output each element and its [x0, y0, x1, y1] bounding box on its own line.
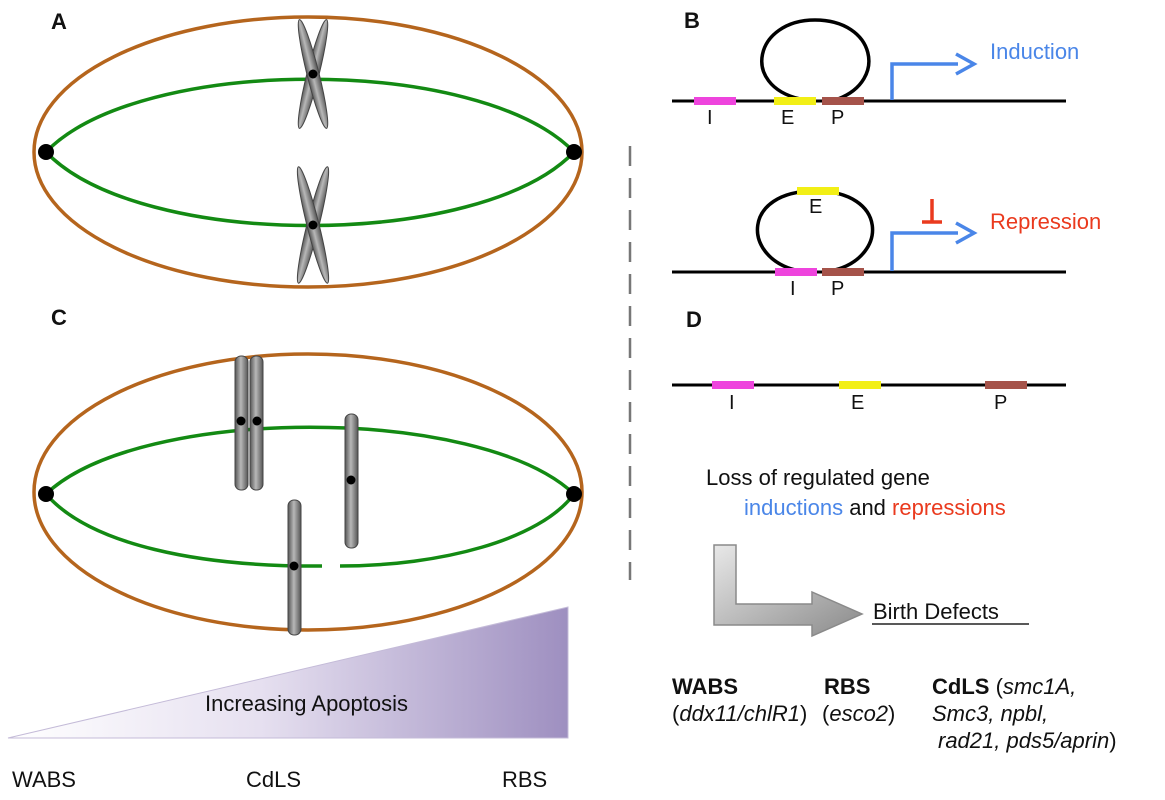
label-enhancer: E	[781, 107, 795, 129]
syndrome-rbs-gene: (esco2)	[822, 703, 895, 725]
loss-repressions: repressions	[892, 495, 1006, 520]
repression-block-icon	[922, 199, 942, 224]
label-repression: Repression	[990, 209, 1102, 234]
gene-smc1a: smc1A,	[1002, 674, 1077, 699]
label-enhancer-3: E	[851, 392, 865, 414]
birth-defects-label: Birth Defects	[873, 599, 999, 624]
label-promoter: P	[831, 107, 845, 129]
panel-b-repression	[672, 187, 1066, 276]
centromere	[346, 475, 356, 485]
enhancer-box	[774, 97, 816, 105]
spindle-lower-c-left	[44, 492, 323, 568]
spindle-pole-left	[38, 144, 54, 160]
label-promoter-2: P	[831, 278, 845, 300]
insulator-box	[694, 97, 736, 105]
cell-membrane-c	[32, 352, 584, 632]
loss-text-line2: inductions and repressions	[744, 497, 1006, 519]
spindle-pole-right-c	[566, 486, 582, 502]
syndrome-cdls-line2: Smc3, npbl,	[932, 703, 1048, 725]
syndrome-cdls-name: CdLS	[932, 674, 990, 699]
apoptosis-label: Increasing Apoptosis	[205, 691, 409, 716]
paren: (	[672, 701, 680, 726]
label-insulator-2: I	[790, 278, 796, 300]
gene-smc3-npbl: Smc3, npbl,	[932, 701, 1049, 726]
chromosome-x-upper	[297, 19, 329, 129]
panel-label-a: A	[51, 9, 67, 34]
panel-label-c: C	[51, 305, 67, 330]
dna-loop	[760, 18, 871, 101]
syndrome-wabs-gene: (ddx11/chlR1)	[672, 703, 807, 725]
label-promoter-3: P	[994, 392, 1008, 414]
promoter-box	[822, 97, 864, 105]
axis-label-rbs: RBS	[502, 767, 548, 792]
chromosome-x-lower	[296, 166, 330, 284]
birth-defects-arrow-icon	[713, 544, 864, 638]
paren: )	[888, 701, 896, 726]
syndrome-rbs-name: RBS	[824, 674, 871, 699]
centromere	[289, 561, 299, 571]
loss-inductions: inductions	[744, 495, 844, 520]
label-insulator: I	[707, 107, 713, 129]
panel-b-induction	[672, 18, 1066, 105]
label-insulator-3: I	[729, 392, 735, 414]
repression-arrow	[890, 231, 958, 271]
paren: )	[1109, 728, 1117, 753]
loss-and: and	[849, 495, 886, 520]
promoter-box-3	[985, 381, 1027, 389]
panel-c-cell	[32, 352, 584, 636]
spindle-lower-c-right	[339, 492, 576, 568]
gene-ddx11: ddx11/chlR1	[679, 701, 800, 726]
gene-rad21-pds5: rad21, pds5/aprin	[938, 728, 1110, 753]
induction-arrowhead	[955, 52, 978, 76]
syndrome-wabs-name: WABS	[672, 674, 738, 699]
spindle-pole-left-c	[38, 486, 54, 502]
centromere	[236, 416, 246, 426]
paren: (	[989, 674, 1003, 699]
axis-label-cdls: CdLS	[246, 767, 302, 792]
insulator-box-2	[775, 268, 817, 276]
insulator-box-3	[712, 381, 754, 389]
spindle-upper-c	[44, 425, 576, 496]
enhancer-box-2	[797, 187, 839, 195]
promoter-box-2	[822, 268, 864, 276]
apoptosis-wedge	[7, 606, 569, 739]
induction-arrow	[890, 62, 958, 100]
panel-label-d: D	[686, 307, 702, 332]
panel-d-locus	[672, 381, 1066, 389]
gene-esco2: esco2	[829, 701, 889, 726]
loss-text-line1: Loss of regulated gene	[706, 465, 930, 490]
spindle-pole-right	[566, 144, 582, 160]
label-induction: Induction	[990, 39, 1080, 64]
axis-label-wabs: WABS	[12, 767, 76, 792]
enhancer-box-3	[839, 381, 881, 389]
repression-arrowhead	[955, 221, 978, 245]
paren: )	[800, 701, 808, 726]
centromere	[252, 416, 262, 426]
panel-a-cell	[32, 15, 584, 289]
panel-label-b: B	[684, 8, 700, 33]
paren: (	[822, 701, 830, 726]
syndrome-cdls-line3: rad21, pds5/aprin)	[938, 730, 1117, 752]
syndrome-cdls-line1: CdLS (smc1A,	[932, 676, 1076, 698]
label-enhancer-2: E	[809, 196, 823, 218]
